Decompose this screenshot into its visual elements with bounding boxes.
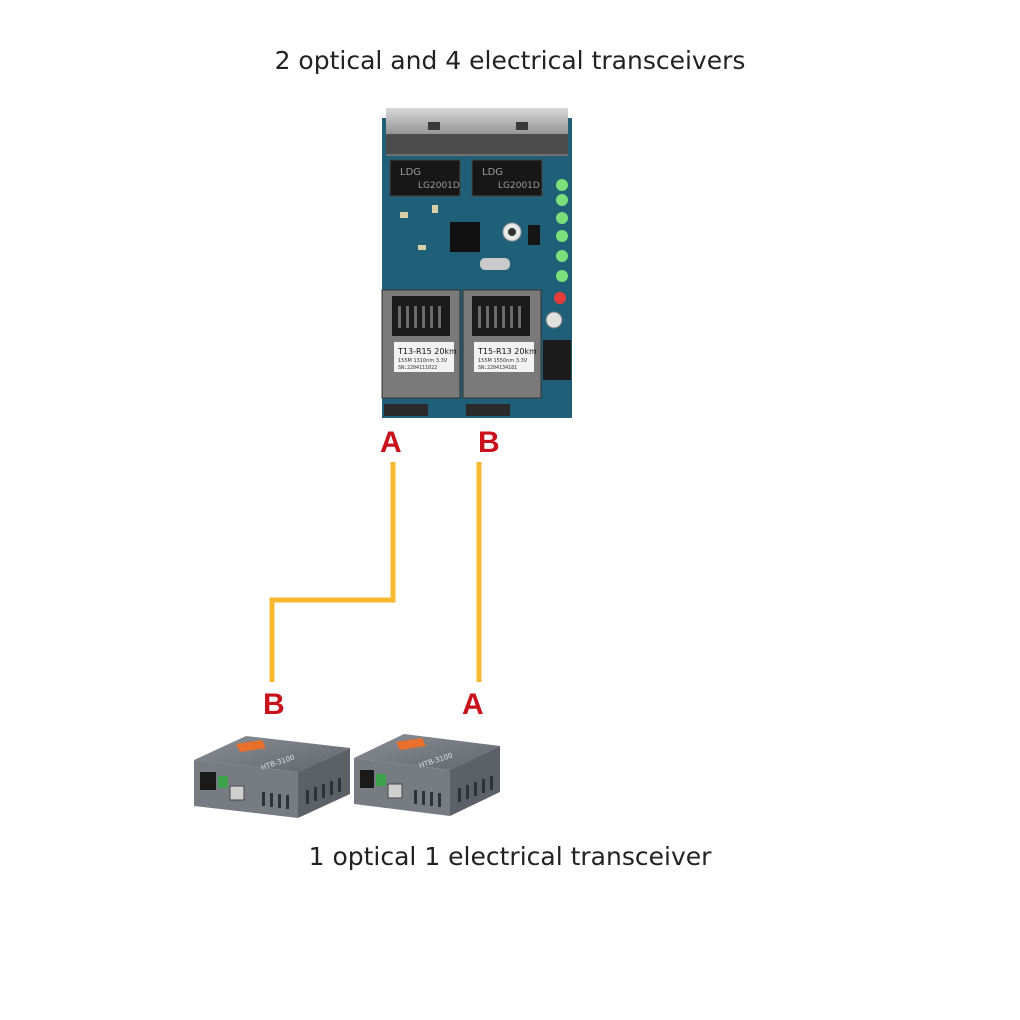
fiber-connections	[269, 462, 482, 682]
chip-left-code: LG2001D	[418, 181, 460, 191]
chip-right-label: LDG	[482, 167, 503, 178]
sfp-right-spec: 155M 1550nm 3.3V	[478, 358, 528, 364]
main-ic	[450, 222, 480, 252]
sfp-left-sn: SN:2204111022	[398, 365, 437, 371]
top-title: 2 optical and 4 electrical transceivers	[274, 46, 746, 75]
crystal	[480, 258, 510, 270]
sfp-left-spec: 155M 1310nm 3.3V	[398, 358, 448, 364]
chip-right-code: LG2001D	[498, 181, 540, 191]
chip-left: LDG LG2001D	[389, 159, 461, 197]
rj45-openings	[386, 134, 568, 154]
chip-right: LDG LG2001D	[471, 159, 543, 197]
sfp-module-left: T13-R15 20km 155M 1310nm 3.3V SN:2204111…	[381, 289, 461, 416]
brand-badge-1	[236, 740, 266, 752]
port-label-unit-1: B	[263, 688, 285, 721]
port-label-board-a: A	[380, 426, 402, 459]
converter-unit-2: HTB-3100	[354, 734, 500, 816]
bottom-title: 1 optical 1 electrical transceiver	[308, 842, 712, 871]
port-label-board-b: B	[478, 426, 500, 459]
fiber-port-2	[360, 770, 374, 788]
converter-unit-1: HTB-3100	[194, 736, 350, 818]
sfp-right-sn: SN:2204134181	[478, 365, 517, 371]
fiber-port-1	[200, 772, 216, 790]
media-converter-board: LDG LG2001D LDG LG2001D	[381, 108, 572, 418]
rj45-port-2	[387, 783, 403, 799]
fiber-line-a-to-b	[269, 462, 396, 682]
brand-badge-2	[396, 738, 426, 750]
status-leds	[554, 179, 568, 304]
sfp-left-model: T13-R15 20km	[397, 347, 457, 356]
port-label-unit-2: A	[462, 688, 484, 721]
sfp-right-model: T15-R13 20km	[477, 347, 537, 356]
chip-left-label: LDG	[400, 167, 421, 178]
power-jack	[543, 340, 571, 380]
sfp-module-right: T15-R13 20km 155M 1550nm 3.3V SN:2204134…	[462, 289, 542, 416]
rj45-port-1	[229, 785, 245, 801]
